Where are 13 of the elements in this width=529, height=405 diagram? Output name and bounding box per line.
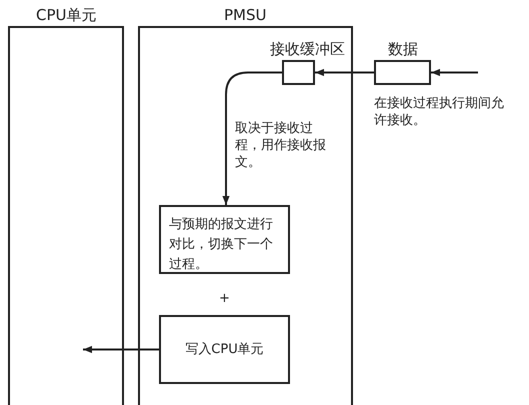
plus-sign: + [219, 290, 230, 307]
arrow [431, 68, 478, 76]
heading: PMSU [224, 6, 266, 24]
arrow [83, 346, 159, 354]
heading: CPU单元 [36, 6, 96, 24]
note-text: 在接收过程执行期间允许接收。 [374, 95, 505, 129]
arrow [222, 72, 282, 205]
process-text: 与预期的报文进行对比，切换下一个过程。 [169, 217, 273, 272]
arrow [315, 68, 374, 76]
heading: 数据 [388, 40, 418, 58]
process-text: 写入CPU单元 [185, 341, 264, 358]
edge-label: 取决于接收过程，用作接收报文。 [235, 120, 327, 171]
heading: 接收缓冲区 [270, 40, 345, 58]
